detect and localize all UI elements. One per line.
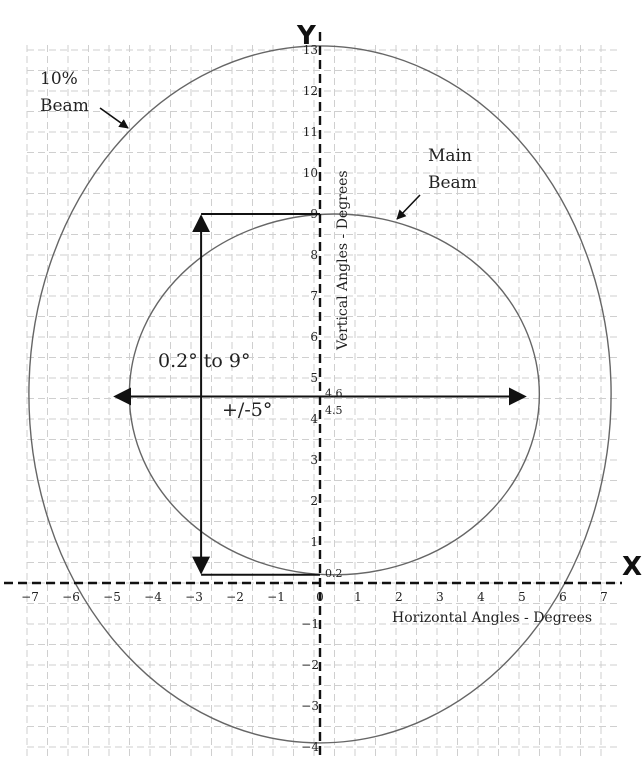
- y-tick-labels: 12345678910111213−1−2−3−4: [301, 43, 319, 754]
- horizontal-range-label: +/-5°: [222, 399, 272, 421]
- x-tick-label: −6: [62, 590, 80, 604]
- y-tick-label: 8: [310, 248, 318, 262]
- y-tick-label: 2: [310, 494, 318, 508]
- x-tick-label: −4: [144, 590, 162, 604]
- x-axis-title: Horizontal Angles - Degrees: [392, 610, 592, 626]
- y-tick-label: 12: [303, 84, 318, 98]
- main-beam-label-line1: Main: [428, 146, 472, 166]
- x-tick-label: 4: [477, 590, 485, 604]
- y-tick-label: −3: [301, 699, 319, 713]
- y-axis-title: Vertical Angles - Degrees: [335, 170, 351, 351]
- x-tick-labels: −7 −6 −5 −4 −3 −2 −1 0 1 2 3 4 5 6 7: [21, 590, 608, 604]
- y-tick-label: 6: [310, 330, 318, 344]
- y-tick-label: 10: [303, 166, 318, 180]
- x-tick-label: −7: [21, 590, 39, 604]
- y-tick-label: 13: [303, 43, 318, 57]
- y-tick-label: 1: [310, 535, 318, 549]
- x-tick-label: 3: [436, 590, 444, 604]
- x-tick-label: 6: [559, 590, 567, 604]
- main-beam-label-line2: Beam: [428, 173, 477, 193]
- ten-percent-beam-label-line2: Beam: [40, 96, 89, 116]
- y-tick-label: 11: [303, 125, 318, 139]
- marker-0-2: 0.2: [325, 567, 343, 580]
- y-tick-label: 5: [310, 371, 318, 385]
- x-tick-label: 5: [518, 590, 526, 604]
- vertical-range-label: 0.2° to 9°: [158, 350, 250, 372]
- ten-percent-beam-ellipse: [28, 45, 612, 744]
- y-tick-label: 7: [310, 289, 318, 303]
- x-tick-label: −1: [267, 590, 285, 604]
- y-tick-label: −4: [301, 740, 319, 754]
- x-axis-letter: X: [622, 552, 642, 582]
- y-tick-label: −2: [301, 658, 319, 672]
- dimension-lines: [99, 107, 527, 576]
- x-tick-label: 0: [316, 590, 324, 604]
- x-tick-label: −3: [185, 590, 203, 604]
- ten-percent-beam-label-line1: 10%: [40, 69, 78, 89]
- x-tick-label: 7: [600, 590, 608, 604]
- x-tick-label: 2: [395, 590, 403, 604]
- marker-4-5: 4.5: [325, 404, 343, 417]
- ten-percent-beam-pointer-arrow: [99, 107, 129, 129]
- y-tick-label: 3: [310, 453, 318, 467]
- main-beam-pointer-arrow: [396, 194, 421, 220]
- y-tick-label: −1: [301, 617, 319, 631]
- y-tick-label: 4: [310, 412, 318, 426]
- x-tick-label: −5: [103, 590, 121, 604]
- marker-4-6: 4.6: [325, 387, 343, 400]
- x-tick-label: 1: [354, 590, 362, 604]
- y-axis-letter: Y: [296, 21, 317, 51]
- x-tick-label: −2: [226, 590, 244, 604]
